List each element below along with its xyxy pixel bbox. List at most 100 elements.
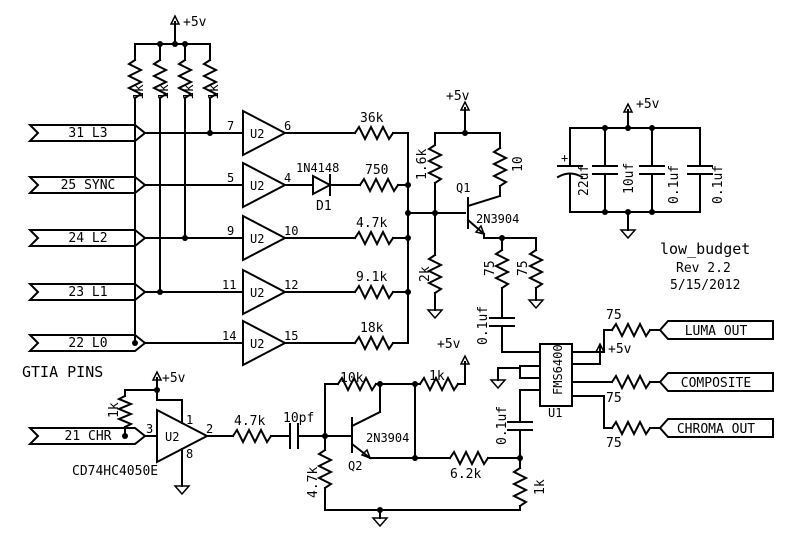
- resistor-2k-value: 2k: [418, 266, 433, 282]
- buffer-u2-c: U2 9 10: [227, 214, 298, 262]
- u2b-power-label: +5v: [162, 371, 186, 386]
- title-block: low_budget Rev 2.2 5/15/2012: [660, 240, 750, 293]
- decoupling-caps: +5v + 22uf 10uf 0.1uf 0.1uf: [556, 97, 726, 240]
- resistor-4k7-b: 4.7k: [206, 414, 291, 445]
- resistor-18k: 18k: [284, 321, 409, 352]
- q2-ref: Q2: [348, 459, 362, 473]
- input-wires: [132, 130, 244, 346]
- port-sync-label: 25 SYNC: [61, 178, 116, 193]
- title-name: low_budget: [660, 240, 750, 258]
- diode-ref: D1: [316, 199, 332, 214]
- title-date: 5/15/2012: [670, 278, 740, 293]
- q2-power-label: +5v: [437, 337, 461, 352]
- resistor-1k-q2: +5v 1k: [414, 337, 471, 393]
- buffer-a-pin-in: 7: [227, 119, 234, 133]
- resistor-1k6: 1.6k: [415, 132, 444, 256]
- buffer-d-pin-out: 12: [284, 278, 298, 292]
- resistor-4k7-b-value: 4.7k: [234, 414, 265, 429]
- buffer-b-pin-in: 5: [227, 171, 234, 185]
- buffer-c-pin-in: 9: [227, 224, 234, 238]
- resistor-1k6-value: 1.6k: [415, 149, 430, 180]
- resistor-1k-chr-value: 1k: [107, 402, 122, 418]
- buffer-u2-a: U2 7 6: [227, 109, 291, 157]
- port-composite: COMPOSITE: [658, 372, 774, 392]
- resistor-10-value: 10: [511, 156, 526, 172]
- buffer-b-pin-out: 4: [284, 171, 291, 185]
- resistor-75-a: 75: [483, 237, 511, 319]
- u1-ref: U1: [548, 406, 562, 420]
- cap-22uf-value: 22uf: [577, 165, 592, 196]
- q1-part: 2N3904: [476, 212, 519, 226]
- capacitor-q1-value: 0.1uf: [476, 306, 491, 345]
- resistor-750-value: 750: [365, 163, 388, 178]
- port-l1-label: 23 L1: [68, 285, 107, 300]
- resistor-6k2-value: 6.2k: [450, 467, 481, 482]
- port-l0: 22 L0: [27, 334, 147, 352]
- resistor-1k-chr: 1k: [107, 389, 134, 439]
- resistor-4k7-c-value: 4.7k: [306, 467, 321, 498]
- u2b-pin-out: 2: [206, 422, 213, 436]
- ic-u1: FMS6400 U1 +5v: [489, 329, 632, 429]
- resistor-18k-value: 18k: [360, 321, 384, 336]
- resistor-10k-value: 10k: [340, 371, 364, 386]
- resistor-10: 10: [491, 132, 526, 197]
- resistor-75-b-value: 75: [516, 260, 531, 276]
- u2b-part: CD74HC4050E: [72, 464, 158, 479]
- buffer-a-pin-out: 6: [284, 119, 291, 133]
- port-l2: 24 L2: [27, 229, 147, 247]
- buffer-c-label: U2: [250, 232, 264, 246]
- bottom-ground: [324, 507, 521, 528]
- port-chroma-out-label: CHROMA OUT: [677, 422, 755, 437]
- resistor-1k-bottom: 1k: [511, 457, 548, 511]
- resistor-36k: 36k: [284, 111, 409, 142]
- u2b-pin-gnd: 8: [186, 447, 193, 461]
- u1-part: FMS6400: [551, 344, 565, 395]
- pullup-2-value: 1k: [157, 84, 172, 100]
- resistor-75-composite-value: 75: [606, 391, 622, 406]
- u2b-pin-in: 3: [146, 422, 153, 436]
- gtia-pins-label: GTIA PINS: [22, 363, 103, 381]
- capacitor-10pf-value: 10pf: [283, 411, 314, 426]
- port-l1: 23 L1: [27, 283, 147, 301]
- summing-bus: [405, 132, 466, 344]
- buffer-b-label: U2: [250, 179, 264, 193]
- resistor-75-a-value: 75: [483, 260, 498, 276]
- capacitor-q2-value: 0.1uf: [495, 406, 510, 445]
- port-sync: 25 SYNC: [27, 176, 147, 194]
- cap-10uf-value: 10uf: [622, 163, 637, 194]
- port-composite-label: COMPOSITE: [681, 376, 751, 391]
- capacitor-q2-out: 0.1uf: [495, 404, 533, 459]
- cap-01uf-b-value: 0.1uf: [711, 165, 726, 204]
- resistor-1k-q2-value: 1k: [429, 369, 445, 384]
- pullup-1-value: 1k: [132, 84, 147, 100]
- port-luma-out-label: LUMA OUT: [685, 324, 748, 339]
- q1-power-label: +5v: [446, 89, 470, 104]
- resistor-4k7-c: 4.7k: [306, 435, 334, 511]
- buffer-d-pin-in: 11: [222, 278, 236, 292]
- port-l2-label: 24 L2: [68, 231, 107, 246]
- resistor-9k1: 9.1k: [284, 270, 409, 301]
- resistor-75-chroma: 75: [603, 419, 661, 451]
- caps-power-label: +5v: [636, 97, 660, 112]
- port-l3: 31 L3: [27, 124, 147, 142]
- buffer-u2-d: U2 11 12: [222, 268, 298, 316]
- c22-polarity: +: [561, 151, 568, 165]
- u1-power-label: +5v: [608, 342, 632, 357]
- transistor-q1: Q1 2N3904: [456, 181, 519, 236]
- u2b-power: +5v: [124, 370, 186, 401]
- port-l3-label: 31 L3: [68, 126, 107, 141]
- port-chr-label: 21 CHR: [65, 429, 112, 444]
- q2-bias: 10k: [324, 371, 418, 437]
- resistor-75-chroma-value: 75: [606, 436, 622, 451]
- pullup-4-value: 1k: [207, 84, 222, 100]
- u2b-pin-vcc: 1: [186, 413, 193, 427]
- resistor-2k: 2k: [418, 253, 444, 320]
- buffer-e-pin-in: 14: [222, 329, 236, 343]
- diode-d1: 1N4148 D1: [284, 161, 361, 214]
- resistor-4k7-a: 4.7k: [284, 216, 409, 247]
- q2-emitter-net: [369, 383, 451, 461]
- buffer-u2-b: U2 5 4: [227, 161, 291, 209]
- buffer-a-label: U2: [250, 127, 264, 141]
- resistor-750: 750: [358, 163, 409, 194]
